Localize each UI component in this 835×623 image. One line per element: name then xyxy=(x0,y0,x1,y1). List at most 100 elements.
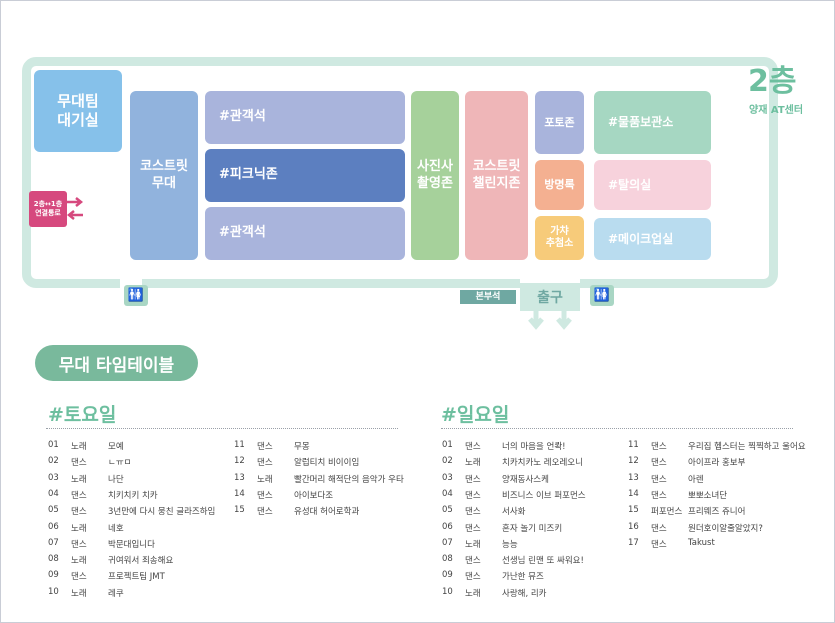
row-no: 02 xyxy=(48,456,59,467)
row-type: 댄스 xyxy=(465,490,481,501)
row-name: 3년만에 다시 뭉친 글라즈하임 xyxy=(108,507,216,518)
row-no: 14 xyxy=(234,488,245,499)
row-type: 댄스 xyxy=(71,507,87,518)
sunday-title: #일요일 xyxy=(441,404,510,426)
row-no: 05 xyxy=(442,505,453,516)
row-no: 01 xyxy=(48,440,59,450)
row-type: 댄스 xyxy=(465,474,481,485)
row-name: 귀여워서 죄송해요 xyxy=(108,556,174,567)
row-name: 가난한 뮤즈 xyxy=(502,572,544,583)
row-name: 아렌 xyxy=(688,474,704,485)
table-row: 05 댄스 3년만에 다시 뭉친 글라즈하임 xyxy=(48,505,233,523)
row-no: 10 xyxy=(442,586,453,597)
restroom-icon-right: 🚻 xyxy=(590,285,614,306)
row-type: 노래 xyxy=(465,458,481,469)
row-type: 댄스 xyxy=(257,458,273,469)
room-waiting: 무대팀 대기실 xyxy=(34,70,122,152)
row-name: 원더호이알줄알았지? xyxy=(688,523,763,534)
room-gacha: 가챠 추첨소 xyxy=(535,216,584,260)
sunday-divider xyxy=(441,428,793,429)
row-type: 댄스 xyxy=(465,523,481,534)
table-row: 12 댄스 아이프라 홍보부 xyxy=(628,456,813,474)
row-name: 비즈니스 이브 퍼포먼스 xyxy=(502,490,586,501)
table-row: 07 노래 능능 xyxy=(442,538,627,556)
room-storage: #물품보관소 xyxy=(594,91,711,154)
connector-arrows-icon xyxy=(66,197,84,220)
room-picnic: #피크닉존 xyxy=(205,149,405,202)
row-no: 03 xyxy=(48,472,59,483)
row-no: 04 xyxy=(48,488,59,499)
row-name: 유성대 허어로학과 xyxy=(294,507,360,518)
row-no: 11 xyxy=(234,440,245,450)
row-name: 모예 xyxy=(108,442,124,452)
row-type: 노래 xyxy=(71,556,87,567)
row-name: 치키치키 치카 xyxy=(108,490,158,501)
row-name: 너의 마음을 언롹! xyxy=(502,442,566,452)
row-type: 퍼포먼스 xyxy=(651,507,683,518)
room-guestbook: 방명록 xyxy=(535,160,584,210)
saturday-title: #토요일 xyxy=(48,404,117,426)
row-no: 12 xyxy=(628,456,639,467)
row-no: 02 xyxy=(442,456,453,467)
exit-label: 출구 xyxy=(537,290,563,306)
venue-name: 양재 AT센터 xyxy=(749,105,804,116)
row-type: 댄스 xyxy=(71,490,87,501)
row-name: 능능 xyxy=(502,539,518,550)
row-type: 댄스 xyxy=(651,474,667,485)
row-no: 06 xyxy=(442,521,453,532)
row-no: 10 xyxy=(48,586,59,597)
row-name: 무몽 xyxy=(294,442,310,452)
room-seats-bottom: #관객석 xyxy=(205,207,405,260)
room-photozone: 포토존 xyxy=(535,91,584,154)
row-type: 댄스 xyxy=(71,458,87,469)
row-no: 13 xyxy=(234,472,245,483)
table-row: 11 댄스 무몽 xyxy=(234,440,419,458)
hq-label: 본부석 xyxy=(460,290,516,304)
row-type: 댄스 xyxy=(651,490,667,501)
row-type: 댄스 xyxy=(465,556,481,567)
row-no: 07 xyxy=(442,537,453,548)
row-type: 노래 xyxy=(465,539,481,550)
floor-number: 2층 xyxy=(748,64,797,99)
row-type: 댄스 xyxy=(651,458,667,469)
row-name: 네호 xyxy=(108,523,124,534)
floor-outline xyxy=(22,57,778,288)
row-name: 선생님 린맨 또 싸워요! xyxy=(502,556,584,567)
row-no: 11 xyxy=(628,440,639,450)
row-no: 17 xyxy=(628,537,639,548)
row-type: 댄스 xyxy=(257,490,273,501)
table-row: 08 노래 귀여워서 죄송해요 xyxy=(48,554,233,572)
row-type: 댄스 xyxy=(651,442,667,452)
row-no: 14 xyxy=(628,488,639,499)
row-no: 12 xyxy=(234,456,245,467)
row-name: 아이프라 홍보부 xyxy=(688,458,746,469)
row-type: 댄스 xyxy=(465,507,481,518)
row-no: 08 xyxy=(48,554,59,565)
row-name: 사랑해, 리카 xyxy=(502,588,547,599)
row-no: 15 xyxy=(234,505,245,516)
row-name: 빨간머리 해적단의 음악가 우타 xyxy=(294,474,404,485)
row-no: 03 xyxy=(442,472,453,483)
connector-label: 2층↔1층 연결통로 xyxy=(29,191,67,227)
room-makeup: #메이크업실 xyxy=(594,218,711,260)
row-no: 05 xyxy=(48,505,59,516)
row-type: 댄스 xyxy=(257,442,273,452)
row-name: 박문대입니다 xyxy=(108,539,155,550)
